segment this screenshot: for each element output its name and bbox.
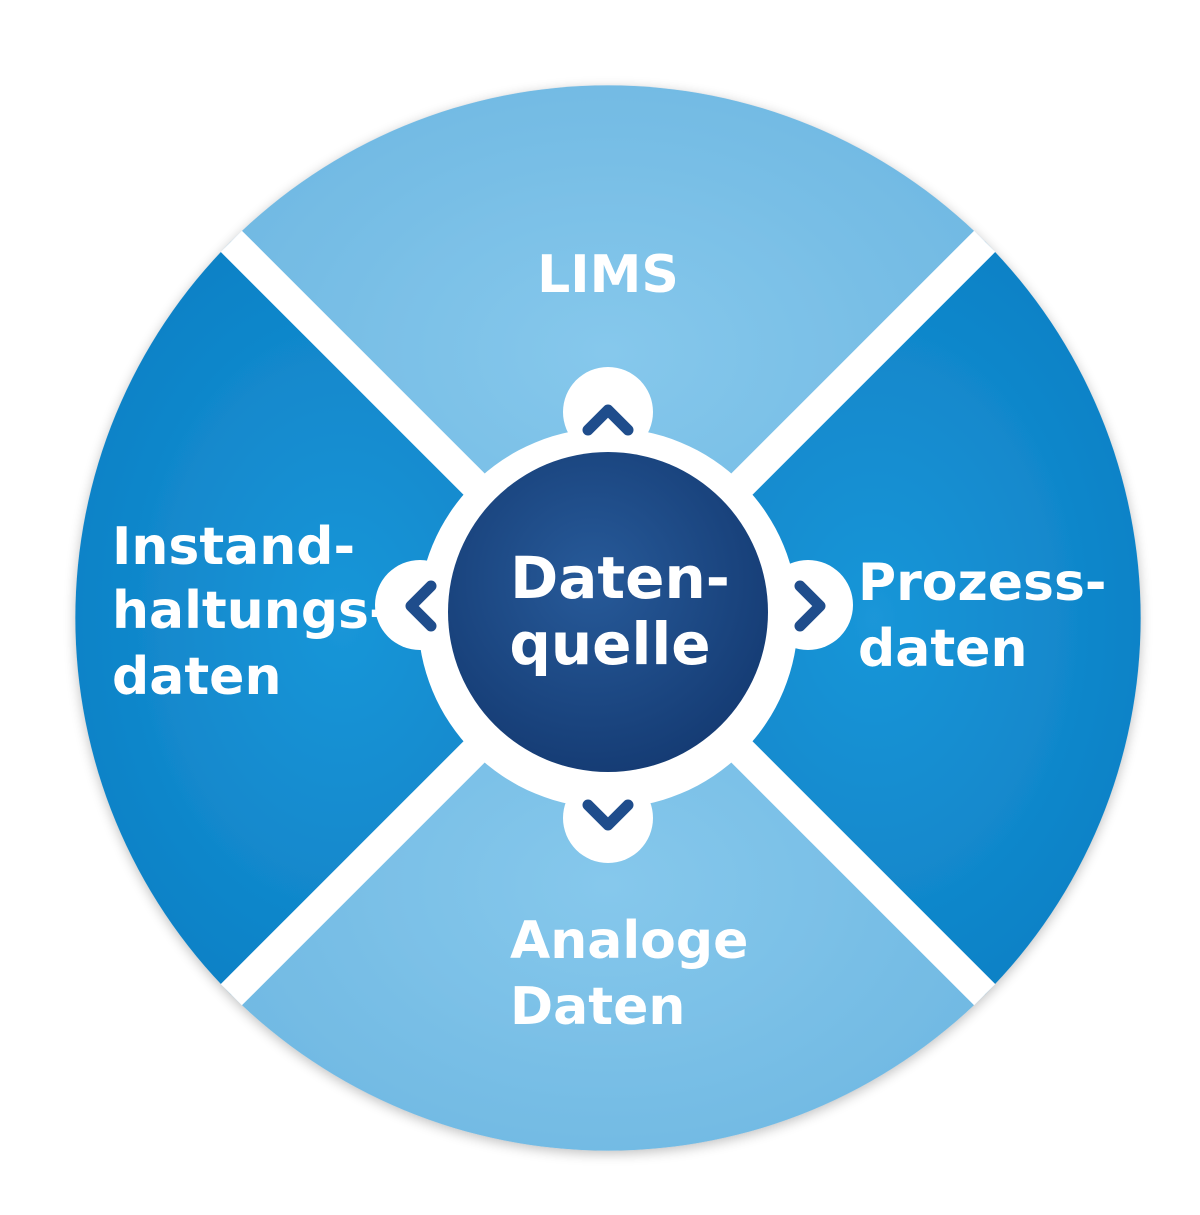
segment-top-label: LIMS <box>537 245 679 305</box>
chevron-up-icon <box>582 404 634 436</box>
segment-left-label-line3: daten <box>112 647 281 707</box>
segment-top-lims[interactable] <box>231 85 985 618</box>
chevron-left-icon <box>405 580 437 632</box>
segment-right-label-line2: daten <box>858 619 1027 679</box>
segment-right-prozessdaten[interactable] <box>608 241 1141 995</box>
center-label-line1: Daten- <box>510 544 730 612</box>
chevron-right-icon <box>794 580 826 632</box>
center-circle[interactable] <box>448 452 768 772</box>
segment-bottom-label-line1: Analoge <box>510 911 748 971</box>
segment-left-label-line2: haltungs- <box>112 581 391 641</box>
segment-right-label-line1: Prozess- <box>858 553 1107 613</box>
segment-left-instandhaltungsdaten[interactable] <box>75 241 608 995</box>
segment-bottom-analoge-daten[interactable] <box>231 618 985 1151</box>
segment-bottom-label-line2: Daten <box>510 977 685 1037</box>
chevron-down-icon <box>582 799 634 831</box>
center-label-line2: quelle <box>509 610 710 678</box>
segment-left-label-line1: Instand- <box>112 517 355 577</box>
